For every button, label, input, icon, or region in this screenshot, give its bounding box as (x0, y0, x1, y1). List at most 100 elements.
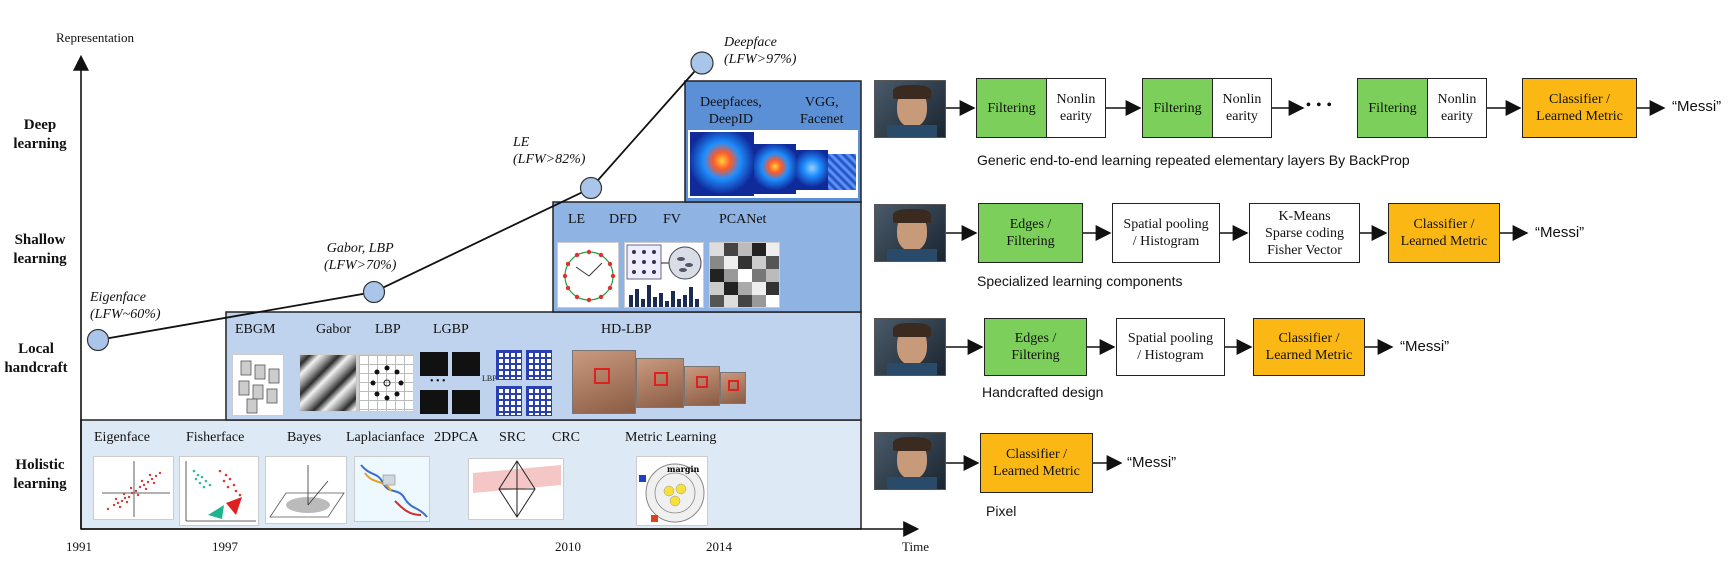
dots-ellipsis: • • • (430, 376, 446, 387)
output-label: “Messi” (1535, 224, 1585, 241)
landmark-box (654, 372, 668, 386)
edges-filtering-step: Edges /Filtering (984, 318, 1087, 376)
landmark-box (594, 368, 610, 384)
step-text: Classifier / (1548, 92, 1611, 107)
shirt-shape (887, 249, 937, 261)
lgbp-patch (420, 352, 448, 376)
method-label: EBGM (235, 322, 276, 337)
step-text: Nonlin (1222, 92, 1262, 107)
nonlinearity-step: Nonlin earity (1046, 78, 1106, 138)
lbp-circle-thumbnail (358, 354, 414, 412)
method-label: Metric Learning (625, 430, 717, 445)
year-tick: 1997 (212, 539, 238, 554)
spatial-pooling-step: Spatial pooling/ Histogram (1112, 203, 1220, 263)
year-tick: 2014 (706, 539, 732, 554)
pipeline-caption: Pixel (986, 503, 1017, 519)
le-ring-thumbnail (557, 242, 619, 308)
step-text: / Histogram (1132, 234, 1200, 249)
category-line: learning (13, 251, 67, 267)
annotation-name: Gabor, LBP (326, 241, 394, 256)
output-label: “Messi” (1127, 454, 1177, 471)
lgbp-thumbnail: • • • (420, 350, 480, 414)
milestone-gabor-lbp (362, 280, 386, 304)
hair-shape (893, 209, 931, 223)
method-label: LGBP (433, 322, 469, 337)
category-line: Deep (23, 117, 57, 133)
category-deep: Deep learning (0, 116, 80, 154)
output-label: “Messi” (1672, 98, 1722, 115)
annotation-value: (LFW~60%) (90, 307, 161, 322)
method-label: HD-LBP (601, 322, 652, 337)
annotation-name: Deepface (724, 35, 777, 50)
y-axis-label: Representation (56, 30, 134, 45)
lgbp-patch (420, 390, 448, 414)
milestone-deepface (690, 51, 714, 75)
step-text: Spatial pooling (1127, 331, 1214, 346)
laplacianface-manifold-thumbnail (354, 456, 430, 522)
output-label: “Messi” (1400, 338, 1450, 355)
x-axis-label: Time (902, 539, 929, 554)
step-text: Nonlin (1056, 92, 1096, 107)
annotation-value: (LFW>82%) (513, 152, 586, 167)
metric-learning-thumbnail: margin (636, 456, 708, 526)
feature-map (828, 154, 856, 190)
step-text: Filtering (1011, 348, 1060, 363)
method-label: Gabor (316, 322, 351, 337)
category-local: Local handcraft (0, 340, 76, 378)
face-photo (720, 372, 746, 404)
trend-line (97, 62, 703, 341)
face-photo (636, 358, 684, 408)
gabor-filter-thumbnail (299, 354, 357, 412)
histogram-grid (526, 350, 552, 380)
step-text: Fisher Vector (1267, 242, 1342, 258)
step-text: Filtering (1368, 100, 1417, 116)
method-label: 2DPCA (434, 430, 479, 445)
landmark-box (728, 380, 739, 391)
step-text: Classifier / (1413, 217, 1475, 232)
step-text: Learned Metric (1400, 234, 1488, 249)
filtering-step: Filtering (976, 78, 1046, 138)
method-label: CRC (552, 430, 581, 445)
classifier-step: Classifier / Learned Metric (1253, 318, 1365, 376)
shirt-shape (887, 363, 937, 375)
method-label: DeepID (708, 112, 754, 127)
ellipsis-dots: • • • (1306, 98, 1333, 113)
method-label: Fisherface (186, 430, 245, 445)
dfd-fv-thumbnail (624, 242, 704, 308)
category-line: handcraft (4, 360, 68, 376)
hair-shape (893, 437, 931, 451)
shirt-shape (887, 477, 937, 489)
step-text: Learned Metric (993, 464, 1080, 479)
feature-map (754, 144, 796, 194)
classifier-step: Classifier /Learned Metric (980, 433, 1093, 493)
src-polytope-thumbnail (468, 458, 564, 520)
messi-photo (874, 204, 946, 262)
lbp-arrow-label: LBP (482, 374, 497, 383)
lgbp-patch (452, 352, 480, 376)
deep-feature-maps-thumbnail (688, 130, 858, 198)
messi-photo (874, 318, 946, 376)
step-text: Sparse coding (1265, 225, 1344, 241)
step-text: earity (1441, 109, 1473, 124)
pipeline-caption: Handcrafted design (982, 384, 1104, 400)
step-text: K-Means (1278, 208, 1331, 224)
annotation-le: LE (LFW>82%) (513, 134, 585, 168)
milestone-eigenface (86, 328, 110, 352)
step-text: Classifier / (1278, 331, 1340, 346)
method-label: Facenet (800, 112, 844, 127)
filtering-step: Filtering (1357, 78, 1427, 138)
step-text: Learned Metric (1265, 348, 1353, 363)
annotation-value: (LFW>70%) (324, 258, 397, 273)
step-text: Filtering (1153, 100, 1202, 116)
step-text: earity (1060, 109, 1092, 124)
ebgm-graph-thumbnail (232, 354, 284, 416)
step-text: / Histogram (1137, 348, 1204, 363)
histogram-grid (526, 386, 552, 416)
method-label-deepfaces: Deepfaces, DeepID (700, 94, 762, 128)
feature-map (796, 150, 828, 190)
pcanet-filters-thumbnail (709, 242, 780, 308)
pipeline-caption: Generic end-to-end learning repeated ele… (977, 152, 1410, 168)
method-label: Deepfaces, (700, 95, 762, 110)
